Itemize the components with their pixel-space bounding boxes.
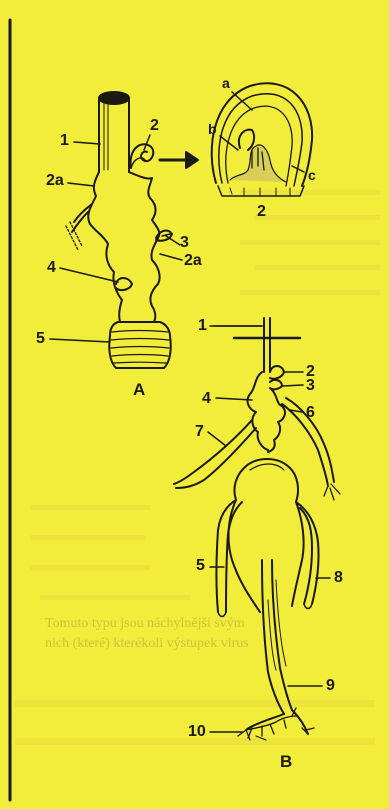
root-8 <box>296 502 319 604</box>
leader-lines <box>50 135 330 732</box>
rootlets-10 <box>246 708 314 738</box>
tuber-5 <box>109 322 171 368</box>
figure-a-letter: A <box>133 380 145 400</box>
label-b-3: 3 <box>306 378 315 394</box>
label-a-2: 2 <box>150 118 159 134</box>
label-b-7: 7 <box>195 424 204 440</box>
bud-b-3 <box>270 380 282 389</box>
label-b-8: 8 <box>334 570 343 586</box>
arrow-head <box>186 152 198 168</box>
bud-b-2 <box>270 366 284 379</box>
label-inset-a: a <box>222 76 230 90</box>
label-a-5: 5 <box>36 331 45 347</box>
root-5 <box>217 500 243 612</box>
bud-inner-leaf <box>239 130 254 150</box>
stem-b <box>264 318 270 372</box>
label-b-6: 6 <box>306 405 315 421</box>
label-inset-b: b <box>208 122 217 136</box>
label-b-1: 1 <box>198 318 207 334</box>
figure-b-drawing <box>174 318 340 740</box>
label-b-4: 4 <box>202 391 211 407</box>
branch-7 <box>174 420 256 488</box>
rhizome-body <box>88 172 159 322</box>
label-b-5: 5 <box>196 558 205 574</box>
label-a-4: 4 <box>47 260 56 276</box>
label-inset-c: c <box>308 168 316 182</box>
label-a-2a-right: 2a <box>184 253 202 269</box>
inset-drawing <box>212 83 312 196</box>
figure-a-drawing <box>66 92 198 368</box>
label-b-10: 10 <box>188 724 206 740</box>
main-tuber <box>229 468 304 612</box>
label-b-9: 9 <box>326 678 335 694</box>
root-9 <box>262 560 292 714</box>
label-a-2a-left: 2a <box>46 173 64 189</box>
label-a-1: 1 <box>60 133 69 149</box>
label-inset-2: 2 <box>257 204 266 220</box>
label-a-3: 3 <box>180 235 189 251</box>
figure-b-letter: B <box>280 752 292 772</box>
node-4 <box>116 278 132 290</box>
bud-hook <box>131 144 154 168</box>
rhizome-knot <box>248 372 285 452</box>
